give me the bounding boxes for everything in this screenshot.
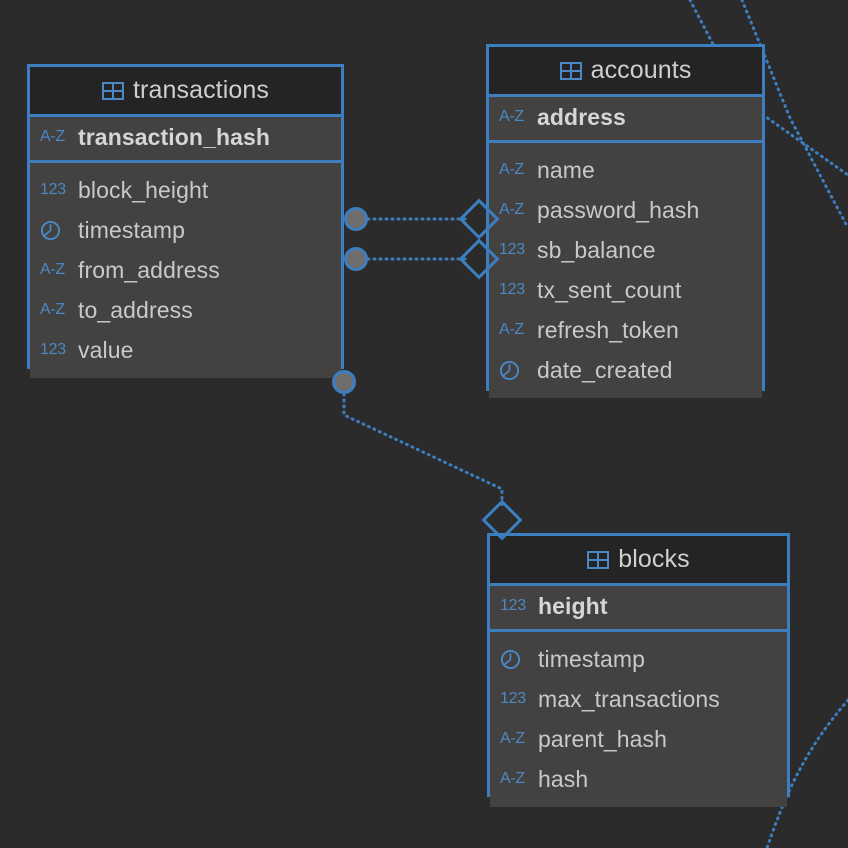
column-name: timestamp bbox=[78, 216, 185, 243]
number-type-icon: 123 bbox=[499, 281, 525, 298]
column-name: tx_sent_count bbox=[537, 276, 682, 303]
text-type-icon: A-Z bbox=[499, 108, 524, 125]
table-row[interactable]: A-Z refresh_token bbox=[499, 310, 762, 350]
table-grid-icon bbox=[587, 550, 610, 569]
table-title: transactions bbox=[133, 76, 269, 104]
text-type-icon: A-Z bbox=[40, 261, 65, 278]
column-name: timestamp bbox=[538, 645, 645, 672]
clock-type-icon bbox=[40, 220, 70, 241]
column-name: name bbox=[537, 156, 595, 183]
table-row[interactable]: A-Z password_hash bbox=[499, 190, 762, 230]
table-title: blocks bbox=[618, 545, 690, 573]
table-row[interactable]: date_created bbox=[499, 350, 762, 390]
relationship-line bbox=[342, 380, 504, 509]
text-type-icon: A-Z bbox=[500, 730, 525, 747]
table-row[interactable]: 123 tx_sent_count bbox=[499, 270, 762, 310]
table-node-accounts[interactable]: accounts A-Z address A-Z name A-Z passwo… bbox=[486, 44, 765, 398]
column-name: to_address bbox=[78, 296, 193, 323]
column-name: transaction_hash bbox=[78, 123, 271, 150]
table-grid-icon bbox=[102, 81, 124, 100]
relationship-transactions-to_address-accounts[interactable] bbox=[344, 238, 500, 280]
table-row[interactable]: A-Z to_address bbox=[40, 290, 341, 330]
table-row[interactable]: A-Z name bbox=[499, 150, 762, 190]
relationship-transactions-from_address-accounts[interactable] bbox=[344, 198, 500, 240]
table-row[interactable]: timestamp bbox=[500, 639, 787, 679]
table-row[interactable]: A-Z hash bbox=[500, 759, 787, 799]
column-name: refresh_token bbox=[537, 316, 679, 343]
column-name: hash bbox=[538, 765, 589, 792]
number-type-icon: 123 bbox=[500, 597, 526, 614]
column-name: parent_hash bbox=[538, 725, 667, 752]
table-grid-icon bbox=[559, 61, 582, 80]
table-row[interactable]: 123 max_transactions bbox=[500, 679, 787, 719]
table-row-primary-key[interactable]: A-Z transaction_hash bbox=[40, 117, 341, 157]
number-type-icon: 123 bbox=[40, 181, 66, 198]
table-row[interactable]: timestamp bbox=[40, 210, 341, 250]
column-name: max_transactions bbox=[538, 685, 720, 712]
text-type-icon: A-Z bbox=[499, 321, 524, 338]
table-node-blocks[interactable]: blocks 123 height timestamp 123 bbox=[487, 533, 790, 807]
column-name: from_address bbox=[78, 256, 220, 283]
clock-type-icon bbox=[500, 649, 530, 670]
text-type-icon: A-Z bbox=[40, 301, 65, 318]
column-section: 123 block_height timestamp A-Z from_addr… bbox=[30, 163, 341, 378]
column-name: block_height bbox=[78, 176, 209, 203]
table-title: accounts bbox=[590, 56, 692, 84]
relationship-source-marker-filled-circle bbox=[344, 207, 368, 231]
clock-type-icon bbox=[499, 360, 529, 381]
number-type-icon: 123 bbox=[500, 690, 526, 707]
column-section: A-Z name A-Z password_hash 123 sb_balanc… bbox=[489, 143, 762, 398]
table-header-transactions[interactable]: transactions bbox=[30, 67, 341, 117]
column-name: address bbox=[537, 103, 626, 130]
column-name: height bbox=[538, 592, 608, 619]
table-row[interactable]: 123 sb_balance bbox=[499, 230, 762, 270]
table-row[interactable]: 123 value bbox=[40, 330, 341, 370]
table-row[interactable]: 123 block_height bbox=[40, 170, 341, 210]
column-name: value bbox=[78, 336, 134, 363]
table-node-transactions[interactable]: transactions A-Z transaction_hash 123 bl… bbox=[27, 64, 344, 378]
table-row-primary-key[interactable]: A-Z address bbox=[499, 97, 762, 137]
column-name: password_hash bbox=[537, 196, 700, 223]
column-section: timestamp 123 max_transactions A-Z paren… bbox=[490, 632, 787, 807]
table-row[interactable]: A-Z parent_hash bbox=[500, 719, 787, 759]
table-header-accounts[interactable]: accounts bbox=[489, 47, 762, 97]
text-type-icon: A-Z bbox=[40, 128, 65, 145]
text-type-icon: A-Z bbox=[499, 161, 524, 178]
primary-key-section: A-Z transaction_hash bbox=[30, 117, 341, 163]
table-row[interactable]: A-Z from_address bbox=[40, 250, 341, 290]
table-header-blocks[interactable]: blocks bbox=[490, 536, 787, 586]
column-name: date_created bbox=[537, 356, 673, 383]
text-type-icon: A-Z bbox=[499, 201, 524, 218]
primary-key-section: A-Z address bbox=[489, 97, 762, 143]
column-name: sb_balance bbox=[537, 236, 656, 263]
text-type-icon: A-Z bbox=[500, 770, 525, 787]
primary-key-section: 123 height bbox=[490, 586, 787, 632]
number-type-icon: 123 bbox=[40, 341, 66, 358]
relationship-source-marker-filled-circle bbox=[344, 247, 368, 271]
table-row-primary-key[interactable]: 123 height bbox=[500, 586, 787, 626]
number-type-icon: 123 bbox=[499, 241, 525, 258]
